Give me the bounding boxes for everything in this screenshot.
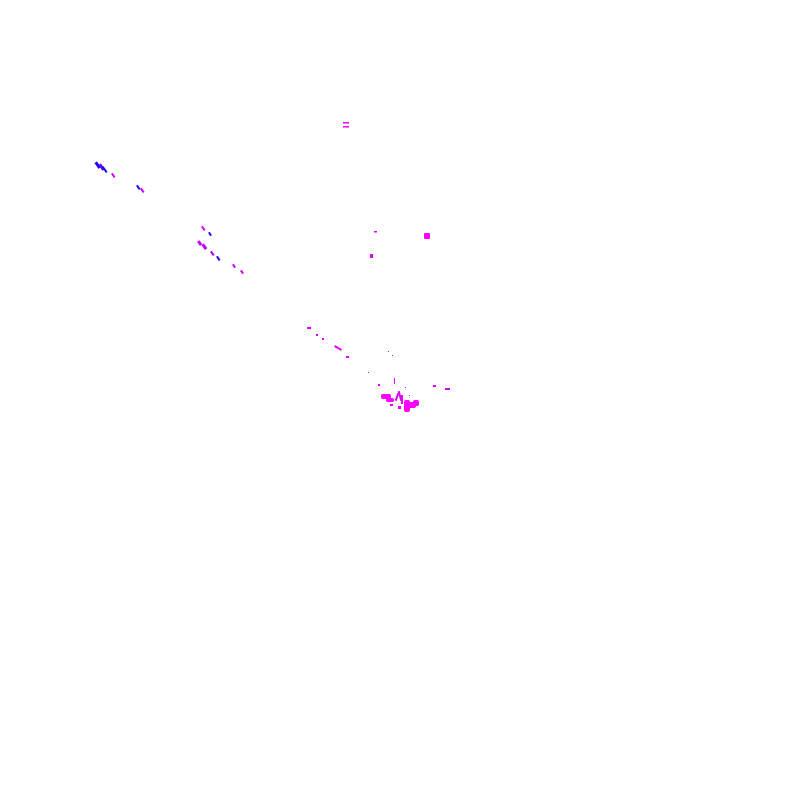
streak [240, 269, 244, 275]
mark [445, 388, 450, 390]
middle-left-streaks [197, 225, 244, 275]
streak [216, 255, 221, 262]
streak [210, 250, 215, 257]
mark [394, 392, 400, 402]
lower-diagonal-trail [307, 327, 450, 390]
streak [201, 243, 208, 251]
blob [413, 400, 419, 406]
streak [94, 161, 101, 169]
bottom-dense-cluster [378, 378, 419, 412]
mark [392, 355, 393, 356]
blob [381, 394, 391, 399]
streak [208, 231, 212, 237]
mark [401, 395, 403, 404]
streak [334, 345, 342, 351]
streak [111, 172, 116, 179]
mark [394, 378, 395, 384]
streak [197, 240, 203, 247]
streak [201, 225, 206, 232]
blob [386, 398, 394, 402]
mark [424, 233, 430, 239]
center-right-marks [370, 231, 430, 258]
mark [433, 385, 436, 387]
mark [388, 351, 389, 352]
mark [409, 395, 410, 396]
top-center-marks [343, 122, 349, 128]
upper-left-streaks [94, 161, 145, 194]
streak [136, 184, 141, 191]
mark [405, 387, 406, 388]
mark [370, 254, 373, 258]
mark [307, 327, 311, 329]
mark [316, 334, 318, 336]
mark [374, 231, 377, 233]
mark [390, 404, 393, 406]
mark [398, 406, 401, 409]
mark [378, 384, 380, 386]
mark [368, 372, 369, 373]
mark [322, 338, 324, 340]
streak [232, 263, 236, 269]
streak [101, 166, 108, 174]
mark [346, 356, 349, 358]
mark [343, 126, 349, 128]
mark [343, 122, 349, 124]
streak [140, 187, 145, 194]
